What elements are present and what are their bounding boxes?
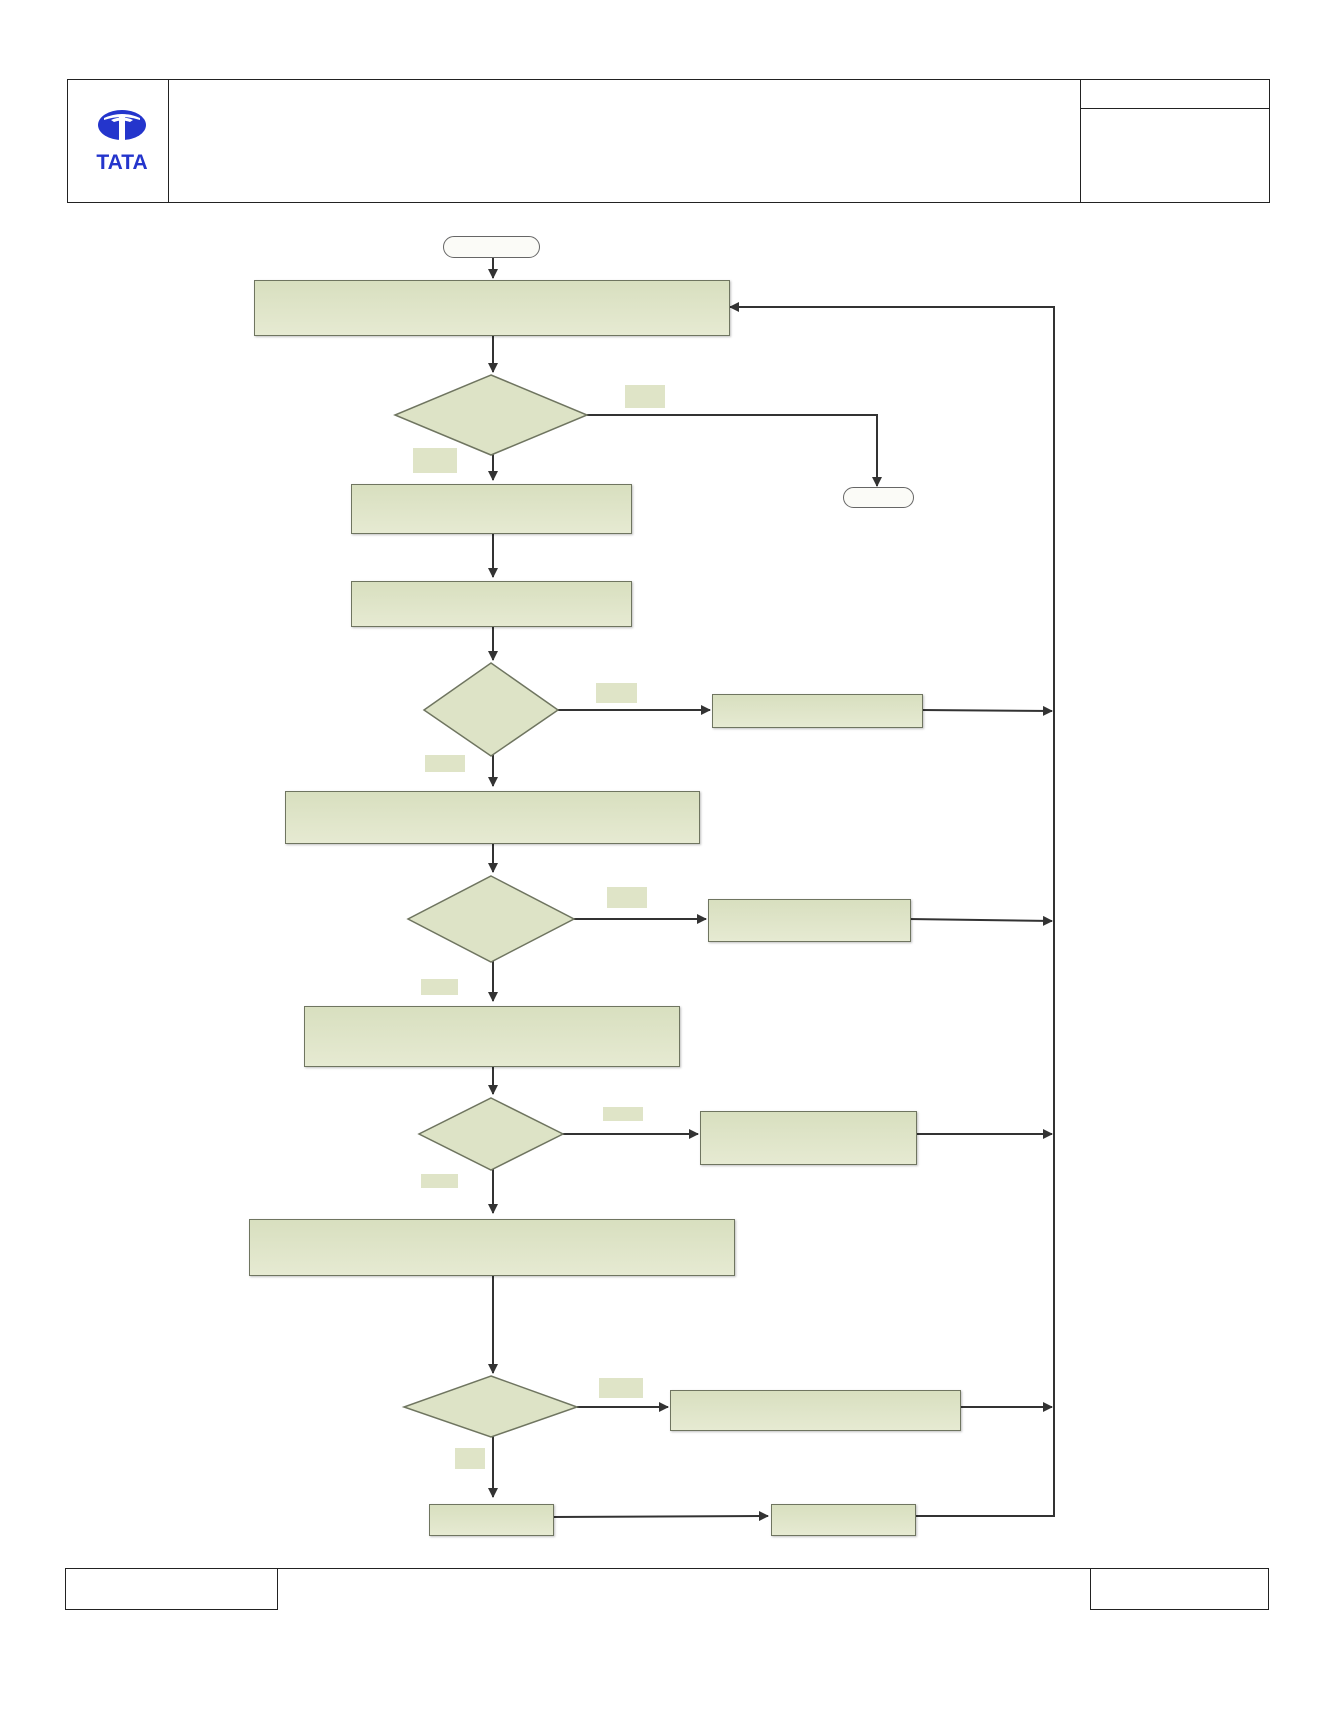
branch-label-tag	[607, 887, 647, 908]
decision-diamond	[417, 1097, 565, 1171]
tata-emblem-icon	[98, 110, 146, 141]
footer-right-cell	[1090, 1568, 1269, 1610]
branch-label-tag	[421, 1174, 458, 1188]
header-logo-cell-divider	[168, 79, 169, 203]
header-right-cell-divider	[1080, 79, 1081, 203]
connector	[907, 915, 1053, 926]
process-box	[304, 1006, 680, 1067]
header-right-row-divider	[1080, 108, 1270, 109]
decision-diamond	[422, 662, 560, 757]
connector	[551, 1511, 769, 1522]
branch-label-tag	[625, 385, 665, 408]
footer-left-cell	[65, 1568, 278, 1610]
branch-label-tag	[596, 683, 637, 703]
branch-label-tag	[413, 448, 457, 473]
branch-label-tag	[599, 1378, 643, 1398]
document-header	[67, 79, 1270, 203]
connector	[587, 414, 882, 487]
process-box	[429, 1504, 554, 1536]
decision-diamond	[401, 1375, 580, 1438]
process-box	[700, 1111, 917, 1165]
branch-label-tag	[455, 1448, 485, 1469]
process-box	[285, 791, 700, 844]
start-terminator	[443, 236, 540, 258]
connector	[920, 705, 1053, 716]
process-box	[249, 1219, 735, 1276]
process-box	[712, 694, 923, 728]
branch-label-tag	[421, 979, 458, 995]
footer-rule	[278, 1568, 1090, 1569]
connector	[729, 302, 1055, 1517]
process-box	[670, 1390, 961, 1431]
tata-wordmark: TATA	[96, 151, 148, 174]
process-box	[708, 899, 911, 942]
process-box	[254, 280, 730, 336]
process-box	[351, 581, 632, 627]
process-box	[351, 484, 632, 534]
decision-diamond	[406, 875, 576, 963]
branch-label-tag	[425, 755, 465, 772]
end-terminator	[843, 487, 914, 508]
decision-diamond	[393, 374, 589, 456]
tata-logo: TATA	[78, 108, 166, 174]
branch-label-tag	[603, 1107, 643, 1121]
process-box	[771, 1504, 916, 1536]
